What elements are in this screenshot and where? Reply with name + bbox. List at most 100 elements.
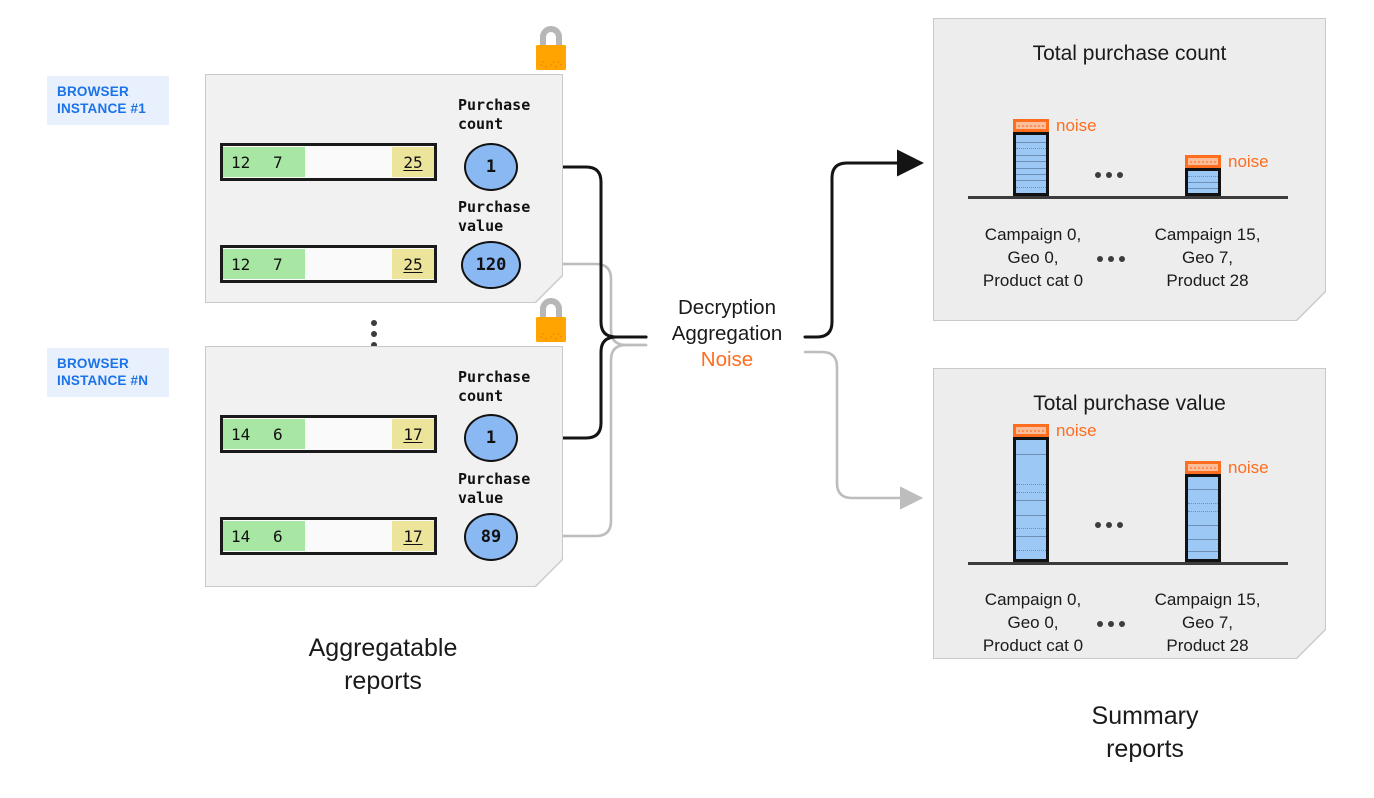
bar-segment (1188, 188, 1218, 189)
metric-bubble-purchase-count: 1 (464, 143, 518, 191)
report-value-text: 25 (403, 152, 423, 172)
browser-instance-1-tag-line1: BROWSER (57, 84, 129, 99)
noise-cap (1185, 155, 1221, 168)
bar-segment (1188, 176, 1218, 177)
caption-summary-reports: Summary reports (1091, 702, 1199, 763)
bar-segment (1188, 525, 1218, 526)
chart-category-label-value-0: Campaign 0, Geo 0, Product cat 0 (982, 590, 1084, 655)
noise-hatch (1018, 125, 1044, 127)
dot (1119, 256, 1125, 262)
dot (371, 320, 377, 326)
report-value-cell: 17 (392, 419, 434, 449)
report-key-cell: 12 (223, 147, 265, 177)
report-key-cell: 7 (265, 249, 305, 279)
vertical-ellipsis (371, 320, 377, 348)
bar-segment (1016, 161, 1046, 162)
bar-segment (1188, 551, 1218, 552)
noise-label: noise (1228, 458, 1269, 477)
chart-category-ellipsis-value (1097, 621, 1125, 627)
browser-instance-1-tag-line2: INSTANCE #1 (57, 101, 146, 116)
noise-cap (1185, 461, 1221, 474)
dot (371, 342, 377, 348)
chart-title-value: Total purchase value (1033, 392, 1226, 415)
bar-segment (1016, 515, 1046, 516)
chart-bar-value-1 (1185, 474, 1221, 562)
bar-segment (1016, 550, 1046, 551)
report-value-cell: 17 (392, 521, 434, 551)
browser-instance-n-tag-line1: BROWSER (57, 356, 129, 371)
report-key-cell: 6 (265, 521, 305, 551)
bar-segment (1016, 148, 1046, 149)
report-row: 14 6 17 (220, 517, 437, 555)
chart-bar-count-1 (1185, 168, 1221, 196)
metric-label-purchase-value: Purchase value (458, 198, 531, 235)
chart-category-label-value-1: Campaign 15, Geo 7, Product 28 (1154, 590, 1261, 655)
report-key-cell: 6 (265, 419, 305, 449)
metric-bubble-purchase-count: 1 (464, 414, 518, 462)
bar-segment (1016, 492, 1046, 493)
chart-baseline-value (968, 562, 1288, 565)
noise-hatch (1190, 161, 1216, 163)
bar-segment (1016, 174, 1046, 175)
report-value-cell: 25 (392, 249, 434, 279)
metric-bubble-purchase-value: 120 (461, 241, 521, 289)
noise-label: noise (1056, 116, 1097, 135)
browser-instance-n-tag: BROWSER INSTANCE #N (47, 348, 169, 397)
dot (1106, 172, 1112, 178)
chart-bar-value-0 (1013, 437, 1049, 562)
chart-category-label-count-1: Campaign 15, Geo 7, Product 28 (1154, 225, 1261, 290)
report-row: 12 7 25 (220, 143, 437, 181)
report-value-text: 17 (403, 526, 423, 546)
dot (1108, 621, 1114, 627)
padlock-icon (536, 26, 566, 70)
noise-label: noise (1056, 421, 1097, 440)
chart-category-label-count-0: Campaign 0, Geo 0, Product cat 0 (982, 225, 1084, 290)
process-line-noise: Noise (700, 348, 754, 371)
bar-segment (1016, 187, 1046, 188)
dot (1097, 256, 1103, 262)
chart-bar-count-0 (1013, 132, 1049, 196)
dot (1095, 522, 1101, 528)
dot (1117, 172, 1123, 178)
chart-category-ellipsis-count (1097, 256, 1125, 262)
bar-segment (1016, 142, 1046, 143)
process-line-aggregation: Aggregation (671, 322, 783, 345)
report-value-text: 17 (403, 424, 423, 444)
bar-segment (1188, 511, 1218, 512)
bar-segment (1016, 168, 1046, 169)
dot (1119, 621, 1125, 627)
metric-label-purchase-count: Purchase count (458, 368, 531, 405)
noise-cap (1013, 424, 1049, 437)
noise-label: noise (1228, 152, 1269, 171)
bar-segment (1016, 454, 1046, 455)
report-key-cell: 7 (265, 147, 305, 177)
report-key-cell: 14 (223, 521, 265, 551)
process-line-decryption: Decryption (678, 296, 776, 319)
bar-segment (1016, 500, 1046, 501)
noise-hatch (1190, 467, 1216, 469)
noise-hatch (1018, 430, 1044, 432)
metric-label-purchase-value: Purchase value (458, 470, 531, 507)
report-value-cell: 25 (392, 147, 434, 177)
caption-aggregatable-reports: Aggregatable reports (308, 634, 458, 695)
dot (1106, 522, 1112, 528)
bar-segment (1188, 489, 1218, 490)
dot (1095, 172, 1101, 178)
browser-instance-1-tag: BROWSER INSTANCE #1 (47, 76, 169, 125)
bar-segment (1188, 539, 1218, 540)
bar-segment (1016, 155, 1046, 156)
dot (371, 331, 377, 337)
bar-segment (1016, 528, 1046, 529)
report-value-text: 25 (403, 254, 423, 274)
dot (1097, 621, 1103, 627)
dot (1117, 522, 1123, 528)
report-row: 14 6 17 (220, 415, 437, 453)
metric-label-purchase-count: Purchase count (458, 96, 531, 133)
metric-bubble-purchase-value: 89 (464, 513, 518, 561)
report-key-cell: 12 (223, 249, 265, 279)
bar-segment (1188, 503, 1218, 504)
summary-report-card-count (933, 18, 1326, 321)
bar-segment (1016, 484, 1046, 485)
chart-ellipsis-count (1095, 172, 1123, 178)
